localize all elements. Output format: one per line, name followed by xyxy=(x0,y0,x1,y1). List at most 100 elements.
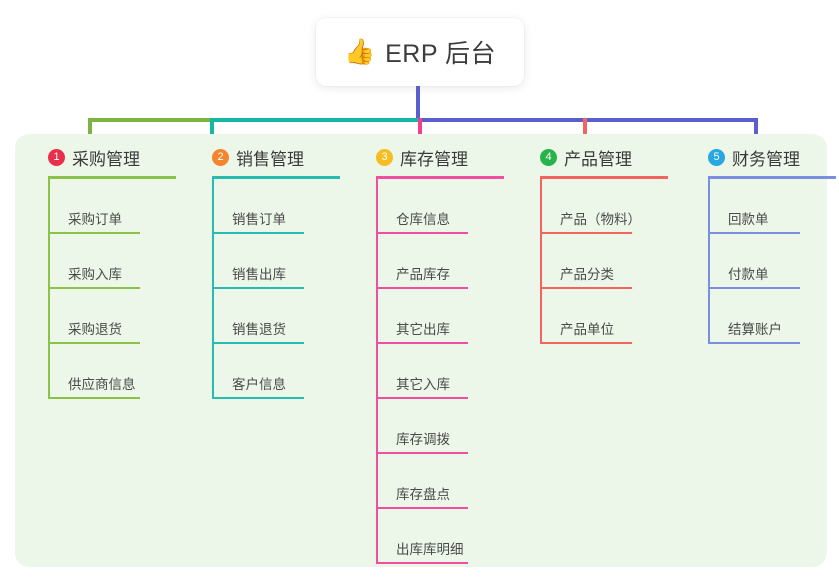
branch-item-rule xyxy=(48,232,140,234)
branch-item-label: 出库库明细 xyxy=(396,542,464,557)
branch-item-rule xyxy=(708,232,800,234)
branch-number-badge: 5 xyxy=(708,148,725,166)
branch-item[interactable]: 回款单 xyxy=(708,179,839,234)
branch-header-rule xyxy=(708,176,836,179)
branch-item-rule xyxy=(212,287,304,289)
branch-items: 回款单付款单结算账户 xyxy=(708,179,839,344)
branch-item-label: 产品（物料） xyxy=(560,212,641,227)
branch-title: 产品管理 xyxy=(564,149,632,169)
branch-item-rule xyxy=(376,232,468,234)
drop-3 xyxy=(418,118,422,144)
branch-item[interactable]: 出库库明细 xyxy=(376,509,518,564)
branch-column-2: 2 销售管理销售订单销售出库销售退货客户信息 xyxy=(204,144,354,399)
branch-number-badge: 3 xyxy=(376,148,393,166)
branch-item-rule xyxy=(376,562,468,564)
branch-item[interactable]: 客户信息 xyxy=(212,344,354,399)
branch-item-label: 库存盘点 xyxy=(396,487,450,502)
branch-item[interactable]: 采购退货 xyxy=(48,289,190,344)
branch-spine xyxy=(48,179,50,399)
branch-column-5: 5 财务管理回款单付款单结算账户 xyxy=(700,144,839,344)
branch-item-rule xyxy=(376,452,468,454)
branch-item[interactable]: 销售订单 xyxy=(212,179,354,234)
green-bar xyxy=(88,118,210,122)
branch-item-label: 客户信息 xyxy=(232,377,286,392)
branch-spine xyxy=(708,179,710,344)
branch-item[interactable]: 采购入库 xyxy=(48,234,190,289)
branch-item[interactable]: 供应商信息 xyxy=(48,344,190,399)
drop-1 xyxy=(88,118,92,144)
root-node-content: 👍 ERP 后台 xyxy=(344,34,496,70)
drop-5 xyxy=(754,118,758,144)
branch-item-label: 仓库信息 xyxy=(396,212,450,227)
branch-item-rule xyxy=(48,287,140,289)
branch-item-label: 其它出库 xyxy=(396,322,450,337)
branch-item[interactable]: 其它出库 xyxy=(376,289,518,344)
branch-item-label: 产品分类 xyxy=(560,267,614,282)
branch-item-rule xyxy=(48,342,140,344)
branch-title: 财务管理 xyxy=(732,149,800,169)
branch-title: 库存管理 xyxy=(400,149,468,169)
branch-item-rule xyxy=(48,397,140,399)
branch-header-3[interactable]: 3 库存管理 xyxy=(368,144,518,170)
branch-number-badge: 4 xyxy=(540,148,557,166)
branch-item-rule xyxy=(212,232,304,234)
thumbs-up-icon: 👍 xyxy=(343,37,376,66)
branch-item[interactable]: 产品单位 xyxy=(540,289,682,344)
branch-item-label: 销售退货 xyxy=(232,322,286,337)
branch-item-rule xyxy=(540,342,632,344)
branch-header-2[interactable]: 2 销售管理 xyxy=(204,144,354,170)
branches-panel xyxy=(15,134,827,567)
branch-item[interactable]: 销售退货 xyxy=(212,289,354,344)
branch-item-label: 采购退货 xyxy=(68,322,122,337)
branch-item[interactable]: 产品分类 xyxy=(540,234,682,289)
branch-header-5[interactable]: 5 财务管理 xyxy=(700,144,839,170)
branch-item[interactable]: 其它入库 xyxy=(376,344,518,399)
root-node-title: ERP 后台 xyxy=(385,40,497,68)
branch-item-rule xyxy=(540,232,632,234)
branch-item-label: 付款单 xyxy=(728,267,769,282)
branch-item-rule xyxy=(212,342,304,344)
branch-item[interactable]: 库存盘点 xyxy=(376,454,518,509)
branch-item-label: 产品库存 xyxy=(396,267,450,282)
branch-item-label: 采购入库 xyxy=(68,267,122,282)
branch-spine xyxy=(376,179,378,564)
branch-item[interactable]: 产品库存 xyxy=(376,234,518,289)
branch-item-label: 采购订单 xyxy=(68,212,122,227)
branch-item[interactable]: 销售出库 xyxy=(212,234,354,289)
branch-column-4: 4 产品管理产品（物料） 产品分类产品单位 xyxy=(532,144,682,344)
branch-item[interactable]: 采购订单 xyxy=(48,179,190,234)
teal-bar xyxy=(210,118,418,122)
branch-column-3: 3 库存管理仓库信息产品库存其它出库其它入库库存调拨库存盘点出库库明细 xyxy=(368,144,518,564)
branch-item-rule xyxy=(708,342,800,344)
branch-item-rule xyxy=(376,287,468,289)
branch-title: 销售管理 xyxy=(236,149,304,169)
branch-item[interactable]: 结算账户 xyxy=(708,289,839,344)
branch-item-label: 其它入库 xyxy=(396,377,450,392)
branch-item[interactable]: 库存调拨 xyxy=(376,399,518,454)
branch-header-4[interactable]: 4 产品管理 xyxy=(532,144,682,170)
branch-header-rule xyxy=(376,176,504,179)
branch-number-badge: 2 xyxy=(212,148,229,166)
root-node[interactable]: 👍 ERP 后台 xyxy=(316,18,524,86)
branch-items: 采购订单采购入库采购退货供应商信息 xyxy=(48,179,190,399)
branch-item[interactable]: 付款单 xyxy=(708,234,839,289)
branch-item-label: 供应商信息 xyxy=(68,377,136,392)
branch-item[interactable]: 产品（物料） xyxy=(540,179,682,234)
branch-item-label: 产品单位 xyxy=(560,322,614,337)
branch-item-rule xyxy=(708,287,800,289)
blue-bar xyxy=(418,118,756,122)
branch-item-rule xyxy=(376,507,468,509)
branch-item[interactable]: 仓库信息 xyxy=(376,179,518,234)
branch-spine xyxy=(212,179,214,399)
branch-spine xyxy=(540,179,542,344)
branch-item-rule xyxy=(212,397,304,399)
drop-2 xyxy=(210,118,214,144)
branch-item-rule xyxy=(376,397,468,399)
drop-4 xyxy=(583,118,587,144)
branch-item-label: 库存调拨 xyxy=(396,432,450,447)
branch-items: 仓库信息产品库存其它出库其它入库库存调拨库存盘点出库库明细 xyxy=(376,179,518,564)
branch-header-rule xyxy=(540,176,668,179)
